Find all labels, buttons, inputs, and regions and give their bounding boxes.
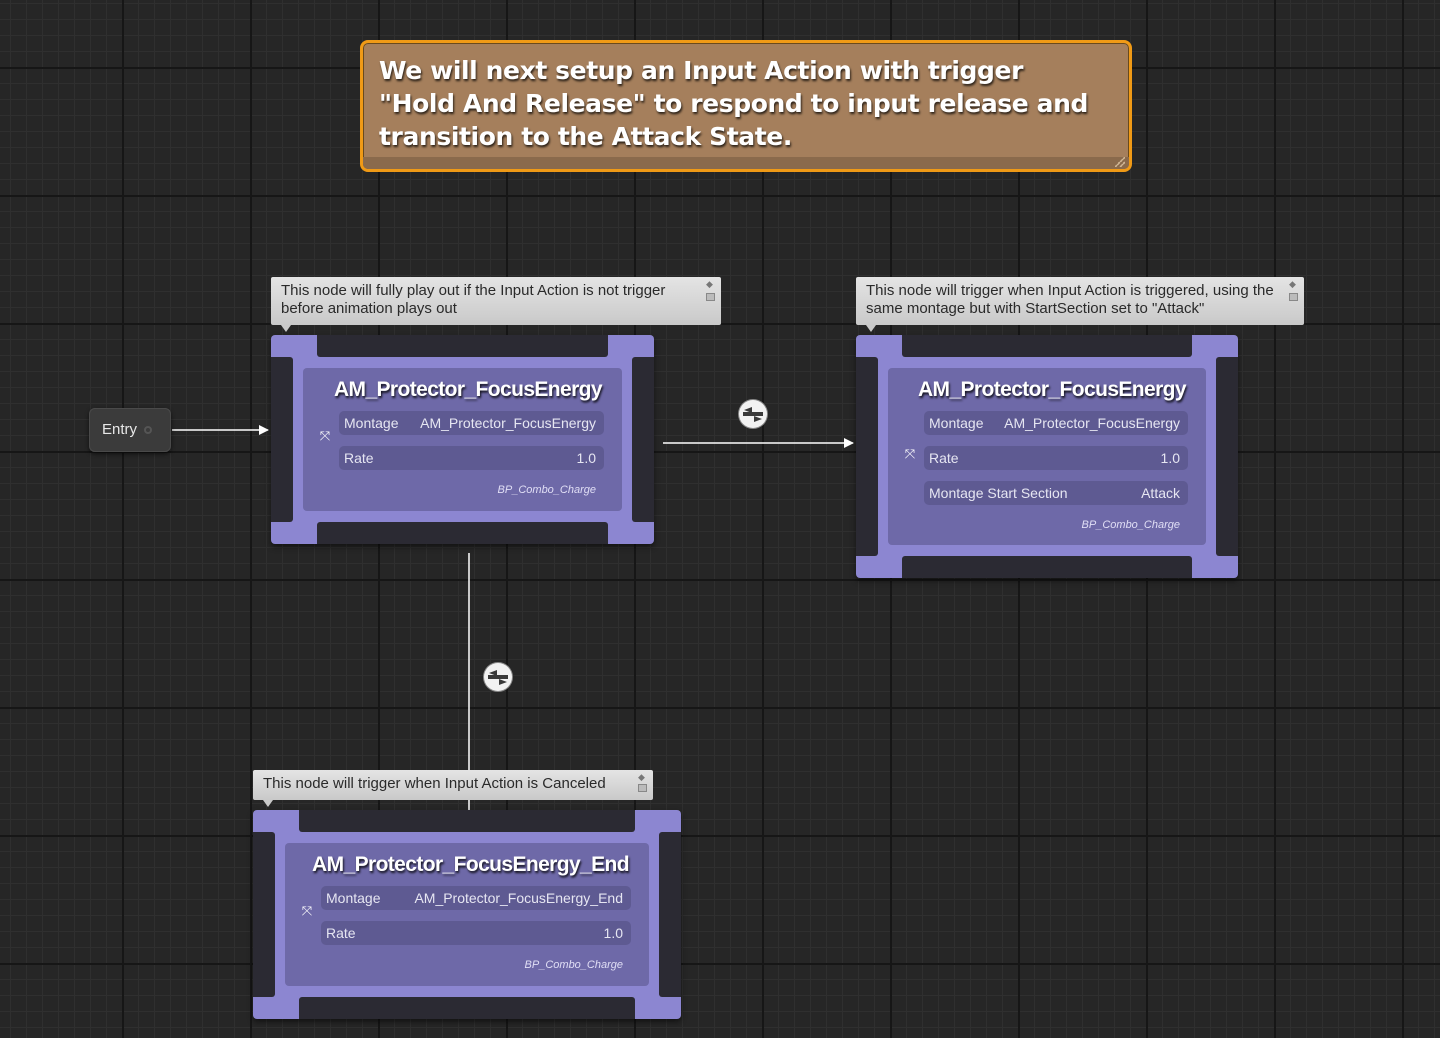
entry-output-pin-icon[interactable] bbox=[144, 426, 152, 434]
pin-icon[interactable]: ◆ bbox=[706, 279, 713, 289]
property-row-montage[interactable]: Montage AM_Protector_FocusEnergy bbox=[924, 411, 1188, 435]
node-comment-text: This node will trigger when Input Action… bbox=[263, 775, 606, 792]
pin-icon[interactable]: ◆ bbox=[1289, 279, 1296, 289]
property-row-rate[interactable]: Rate 1.0 bbox=[321, 921, 631, 945]
state-node-focus-energy-attack[interactable]: AM_Protector_FocusEnergy ⤧ Montage AM_Pr… bbox=[856, 335, 1238, 578]
node-comment-text: This node will trigger when Input Action… bbox=[866, 282, 1274, 317]
transition-rule-icon[interactable] bbox=[484, 663, 512, 691]
montage-icon: ⤧ bbox=[319, 429, 331, 444]
tutorial-comment-box[interactable]: We will next setup an Input Action with … bbox=[360, 40, 1132, 172]
property-value: 1.0 bbox=[576, 450, 596, 466]
node-top-pin[interactable] bbox=[299, 810, 635, 832]
node-top-pin[interactable] bbox=[902, 335, 1192, 357]
node-left-pin[interactable] bbox=[856, 357, 878, 556]
node-right-pin[interactable] bbox=[1216, 357, 1238, 556]
property-key: Rate bbox=[344, 450, 374, 466]
node-top-pin[interactable] bbox=[317, 335, 608, 357]
collapse-icon[interactable] bbox=[706, 293, 715, 301]
property-key: Rate bbox=[326, 925, 356, 941]
node-bottom-pin[interactable] bbox=[317, 522, 608, 544]
property-value: AM_Protector_FocusEnergy_End bbox=[414, 890, 623, 906]
comment-footer-bar bbox=[363, 157, 1129, 169]
property-key: Montage bbox=[929, 415, 984, 431]
state-title: AM_Protector_FocusEnergy_End bbox=[312, 853, 630, 876]
node-comment-text: This node will fully play out if the Inp… bbox=[281, 282, 666, 317]
collapse-icon[interactable] bbox=[638, 784, 647, 792]
transition-rule-icon[interactable] bbox=[739, 400, 767, 428]
source-blueprint-label: BP_Combo_Charge bbox=[497, 484, 596, 496]
source-blueprint-label: BP_Combo_Charge bbox=[1081, 519, 1180, 531]
entry-node[interactable]: Entry bbox=[89, 408, 171, 452]
state-node-body: AM_Protector_FocusEnergy ⤧ Montage AM_Pr… bbox=[303, 368, 622, 511]
property-row-rate[interactable]: Rate 1.0 bbox=[924, 446, 1188, 470]
entry-label: Entry bbox=[102, 421, 138, 438]
state-title: AM_Protector_FocusEnergy bbox=[333, 378, 603, 401]
state-node-focus-energy[interactable]: AM_Protector_FocusEnergy ⤧ Montage AM_Pr… bbox=[271, 335, 654, 544]
source-blueprint-label: BP_Combo_Charge bbox=[524, 959, 623, 971]
montage-icon: ⤧ bbox=[301, 904, 313, 919]
property-value: 1.0 bbox=[603, 925, 623, 941]
state-node-focus-energy-end[interactable]: AM_Protector_FocusEnergy_End ⤧ Montage A… bbox=[253, 810, 681, 1019]
property-key: Montage Start Section bbox=[929, 485, 1068, 501]
property-value: Attack bbox=[1141, 485, 1180, 501]
property-row-montage[interactable]: Montage AM_Protector_FocusEnergy_End bbox=[321, 886, 631, 910]
property-row-montage[interactable]: Montage AM_Protector_FocusEnergy bbox=[339, 411, 604, 435]
node-comment-bubble[interactable]: This node will trigger when Input Action… bbox=[253, 770, 653, 807]
node-comment-bubble[interactable]: This node will trigger when Input Action… bbox=[856, 277, 1304, 332]
pin-icon[interactable]: ◆ bbox=[638, 772, 645, 782]
property-row-rate[interactable]: Rate 1.0 bbox=[339, 446, 604, 470]
node-comment-bubble[interactable]: This node will fully play out if the Inp… bbox=[271, 277, 721, 332]
node-bottom-pin[interactable] bbox=[299, 997, 635, 1019]
node-left-pin[interactable] bbox=[271, 357, 293, 522]
resize-grip-icon[interactable] bbox=[1115, 157, 1125, 167]
montage-icon: ⤧ bbox=[904, 447, 916, 462]
node-left-pin[interactable] bbox=[253, 832, 275, 997]
property-row-start-section[interactable]: Montage Start Section Attack bbox=[924, 481, 1188, 505]
collapse-icon[interactable] bbox=[1289, 293, 1298, 301]
property-key: Rate bbox=[929, 450, 959, 466]
tutorial-comment-text: We will next setup an Input Action with … bbox=[379, 56, 1088, 151]
state-node-body: AM_Protector_FocusEnergy_End ⤧ Montage A… bbox=[285, 843, 649, 986]
state-node-body: AM_Protector_FocusEnergy ⤧ Montage AM_Pr… bbox=[888, 368, 1206, 545]
node-right-pin[interactable] bbox=[632, 357, 654, 522]
property-key: Montage bbox=[326, 890, 381, 906]
property-value: 1.0 bbox=[1160, 450, 1180, 466]
node-bottom-pin[interactable] bbox=[902, 556, 1192, 578]
node-right-pin[interactable] bbox=[659, 832, 681, 997]
state-title: AM_Protector_FocusEnergy bbox=[917, 378, 1187, 401]
property-value: AM_Protector_FocusEnergy bbox=[420, 415, 596, 431]
property-key: Montage bbox=[344, 415, 399, 431]
property-value: AM_Protector_FocusEnergy bbox=[1004, 415, 1180, 431]
